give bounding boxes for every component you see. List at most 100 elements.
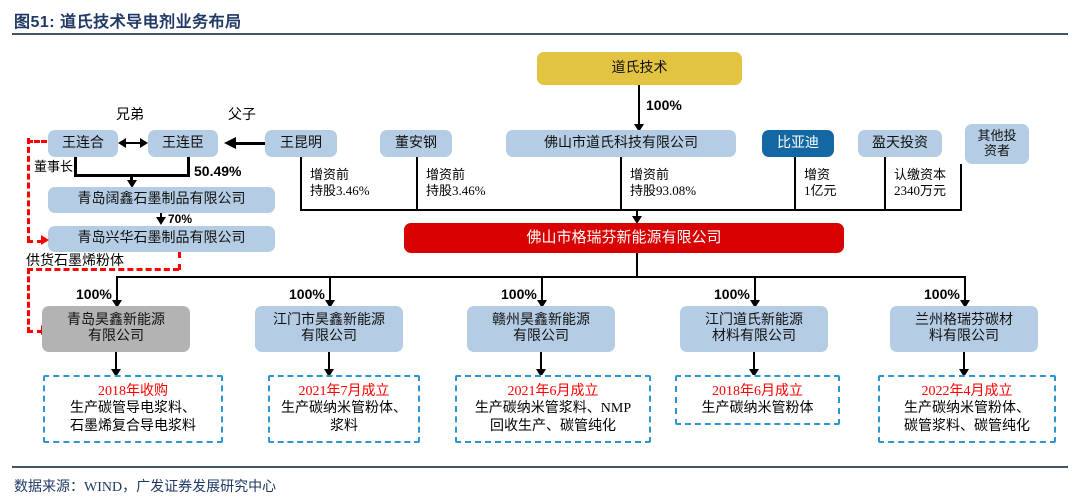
label-sub-1-pct: 100% — [76, 286, 112, 302]
dashed-supply-path-stub — [178, 252, 181, 270]
node-subsidiary-5[interactable]: 兰州格瑞芬碳材 料有限公司 — [890, 306, 1038, 352]
footer-divider — [12, 466, 1068, 468]
connector-bus-to-kuoxin — [130, 174, 133, 183]
label-sub-5-pct: 100% — [924, 286, 960, 302]
connector-sub-1-to-card — [115, 352, 117, 373]
arrowhead-sub-2-card — [324, 369, 334, 377]
node-yingtian-investment[interactable]: 盈天投资 — [858, 130, 942, 157]
arrowhead-sub-4 — [750, 300, 760, 308]
stake-dong-angang: 增资前 持股3.46% — [426, 167, 486, 200]
node-wang-kunming[interactable]: 王昆明 — [265, 130, 337, 157]
shareholder-bus-line — [300, 209, 962, 211]
dashed-chairman-path-vertical — [27, 138, 30, 242]
connector-bus-sub-1 — [116, 276, 118, 304]
arrowhead-sub-5 — [960, 300, 970, 308]
stake-yingtian: 认缴资本 2340万元 — [894, 167, 946, 200]
stake-line2: 持股3.46% — [310, 183, 370, 199]
label-supply-graphene: 供货石墨烯粉体 — [26, 254, 124, 269]
connector-other-investors-down — [960, 164, 962, 210]
node-subsidiary-3[interactable]: 赣州昊鑫新能源 有限公司 — [467, 306, 615, 352]
stake-line2: 持股93.08% — [630, 183, 697, 199]
node-subsidiary-1[interactable]: 青岛昊鑫新能源 有限公司 — [42, 306, 190, 352]
node-dong-angang[interactable]: 董安钢 — [380, 130, 452, 157]
label-parent-stake: 100% — [646, 97, 682, 113]
stake-foshan-daoshi: 增资前 持股93.08% — [630, 167, 696, 200]
connector-sub-4-to-card — [753, 352, 755, 373]
connector-lianhe-down — [74, 157, 77, 177]
connector-bus-to-grafen — [636, 209, 638, 221]
stake-byd: 增资 1亿元 — [804, 167, 837, 200]
card-4-heading: 2018年6月成立 — [712, 383, 803, 399]
connector-grafen-down — [636, 253, 638, 277]
node-wang-lianchen[interactable]: 王连臣 — [148, 130, 218, 157]
dashed-supply-path-vertical — [27, 268, 30, 333]
connector-bus-sub-3 — [541, 276, 543, 304]
label-sub-4-pct: 100% — [714, 286, 750, 302]
label-sub-3-pct: 100% — [501, 286, 537, 302]
label-brother-relation: 兄弟 — [116, 108, 144, 123]
card-3-heading: 2021年6月成立 — [507, 383, 599, 399]
connector-kunming-down — [300, 157, 302, 210]
connector-dongangang-down — [416, 157, 418, 210]
connector-yingtian-down — [884, 157, 886, 210]
arrowhead-to-grafen — [632, 216, 642, 224]
stake-line2: 持股3.46% — [426, 183, 486, 199]
node-other-investors[interactable]: 其他投 资者 — [965, 124, 1029, 164]
card-subsidiary-1: 2018年收购 生产碳管导电浆料、 石墨烯复合导电浆料 — [43, 375, 223, 443]
node-subsidiary-4[interactable]: 江门道氏新能源 材料有限公司 — [680, 306, 828, 352]
arrowhead-sub-4-card — [749, 369, 759, 377]
arrowhead-sub-5-card — [959, 369, 969, 377]
node-qingdao-kuoxin[interactable]: 青岛阔鑫石墨制品有限公司 — [48, 187, 275, 213]
dashed-supply-path-to-haoxin — [27, 330, 43, 333]
label-sub-2-pct: 100% — [289, 286, 325, 302]
connector-sub-5-to-card — [963, 352, 965, 373]
card-subsidiary-5: 2022年4月成立 生产碳纳米管粉体、 碳管浆料、碳管纯化 — [878, 375, 1056, 443]
label-kuoxin-stake: 50.49% — [194, 163, 242, 179]
label-father-son-relation: 父子 — [228, 108, 256, 123]
connector-sub-2-to-card — [328, 352, 330, 373]
stake-line1: 增资 — [804, 167, 831, 182]
stake-line1: 认缴资本 — [894, 167, 947, 182]
card-5-heading: 2022年4月成立 — [921, 383, 1013, 399]
stake-line1: 增资前 — [630, 167, 670, 182]
stake-line2: 1亿元 — [804, 183, 837, 199]
dashed-chairman-path-to-lianhe — [27, 140, 47, 143]
arrowhead-sub-2 — [325, 300, 335, 308]
card-1-heading: 2018年收购 — [98, 383, 168, 399]
node-parent-company[interactable]: 道氏技术 — [537, 52, 742, 85]
card-subsidiary-4: 2018年6月成立 生产碳纳米管粉体 — [675, 375, 840, 425]
connector-bus-sub-4 — [754, 276, 756, 304]
dashed-chairman-path-to-xinghua — [27, 240, 43, 243]
dashed-supply-path-top — [27, 268, 179, 271]
card-5-body: 生产碳纳米管粉体、 碳管浆料、碳管纯化 — [904, 401, 1030, 434]
figure-label: 图51: — [14, 14, 56, 31]
card-2-body: 生产碳纳米管粉体、 浆料 — [281, 401, 407, 434]
node-foshan-daoshi[interactable]: 佛山市道氏科技有限公司 — [506, 130, 736, 157]
node-subsidiary-2[interactable]: 江门市昊鑫新能源 有限公司 — [255, 306, 403, 352]
connector-brothers — [126, 142, 140, 144]
label-chairman: 董事长 — [34, 159, 74, 174]
arrowhead-sub-1-card — [111, 369, 121, 377]
arrowhead-sub-3-card — [536, 369, 546, 377]
connector-father-son — [236, 142, 265, 145]
label-xinghua-stake: 70% — [168, 212, 193, 226]
figure-title-text: 道氏技术导电剂业务布局 — [60, 14, 242, 31]
arrowhead-brothers-right — [140, 138, 148, 148]
node-wang-lianhe[interactable]: 王连合 — [48, 130, 118, 157]
card-4-body: 生产碳纳米管粉体 — [701, 401, 814, 416]
stake-line2: 2340万元 — [894, 183, 947, 199]
card-2-heading: 2021年7月成立 — [298, 383, 390, 399]
connector-parent-to-daoshi — [638, 85, 640, 127]
stake-line1: 增资前 — [426, 167, 466, 182]
arrowhead-parent-to-daoshi — [634, 124, 644, 132]
stake-line1: 增资前 — [310, 167, 350, 182]
card-subsidiary-2: 2021年7月成立 生产碳纳米管粉体、 浆料 — [268, 375, 420, 443]
node-grafen-new-energy[interactable]: 佛山市格瑞芬新能源有限公司 — [404, 223, 844, 253]
node-byd[interactable]: 比亚迪 — [762, 130, 834, 157]
stake-wang-kunming: 增资前 持股3.46% — [310, 167, 370, 200]
node-qingdao-xinghua[interactable]: 青岛兴华石墨制品有限公司 — [48, 226, 275, 252]
page-title: 图51: 道氏技术导电剂业务布局 — [14, 8, 242, 32]
connector-daoshi-down — [620, 157, 622, 210]
card-1-body: 生产碳管导电浆料、 石墨烯复合导电浆料 — [70, 401, 196, 434]
